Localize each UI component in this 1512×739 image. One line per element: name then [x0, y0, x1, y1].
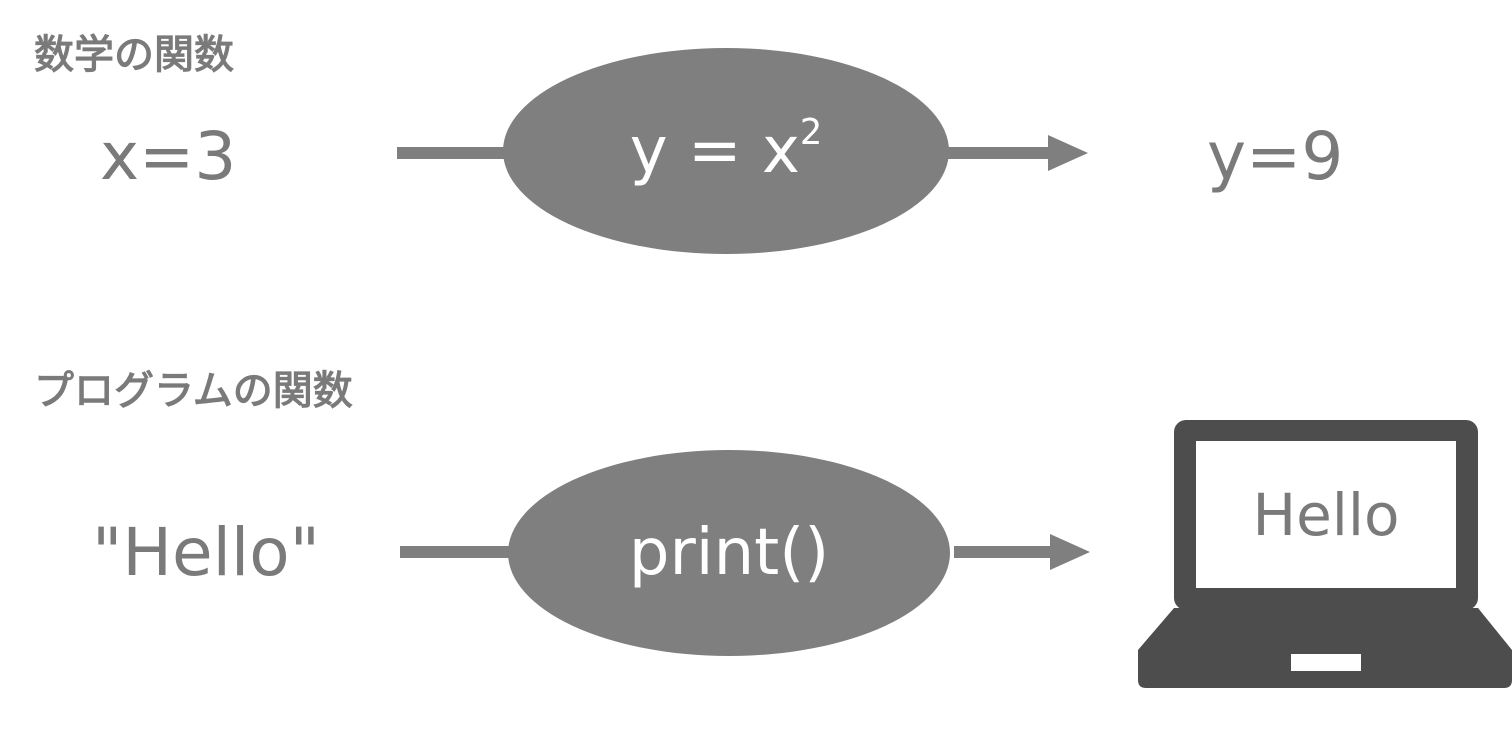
laptop-icon — [1138, 420, 1512, 688]
program-function-node: print() — [508, 450, 950, 656]
program-input-label: "Hello" — [92, 514, 321, 591]
math-output-arrow-shaft — [948, 147, 1050, 159]
math-output-label: y=9 — [1207, 118, 1344, 195]
math-input-label: x=3 — [100, 118, 237, 195]
program-function-label: print() — [628, 516, 830, 590]
math-section-title: 数学の関数 — [34, 32, 234, 78]
program-section-title: プログラムの関数 — [34, 368, 353, 414]
math-function-node: y = x2 — [503, 48, 949, 254]
laptop-screen-output: Hello — [1252, 480, 1400, 549]
math-function-exponent: 2 — [799, 112, 823, 153]
program-output-arrow-shaft — [954, 546, 1054, 558]
math-input-connector — [397, 147, 509, 159]
math-function-label: y = x2 — [629, 112, 823, 188]
right-arrow-icon — [1050, 534, 1090, 570]
program-input-connector — [400, 546, 512, 558]
right-arrow-icon — [1048, 135, 1088, 171]
